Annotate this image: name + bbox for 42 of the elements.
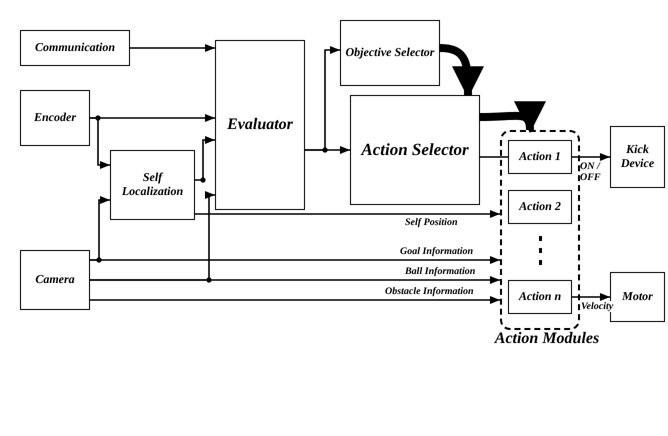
process-box xyxy=(350,95,480,205)
process-box xyxy=(20,30,130,66)
device-box xyxy=(610,126,665,188)
node-label: Communication xyxy=(34,41,116,55)
edge-label: Obstacle Information xyxy=(385,286,474,297)
node-label: Action 2 xyxy=(519,200,561,214)
node-label: Camera xyxy=(35,273,75,287)
edge-label: Self Position xyxy=(405,217,458,228)
edge-label: Goal Information xyxy=(400,246,474,257)
connector-line xyxy=(480,156,508,158)
arrow xyxy=(195,210,500,218)
thick-arrow xyxy=(480,100,545,134)
arrow xyxy=(130,44,215,52)
arrow xyxy=(90,296,500,304)
process-box xyxy=(20,250,90,310)
process-box xyxy=(20,90,90,146)
process-box xyxy=(340,20,440,86)
node-label: Self Localization xyxy=(120,171,184,199)
arrow xyxy=(195,136,215,181)
node-label: Action Modules xyxy=(493,330,600,348)
node-label: Evaluator xyxy=(227,116,293,134)
node-label: Kick Device xyxy=(620,143,656,171)
node-label: Action 1 xyxy=(519,150,561,164)
node-label: Objective Selector xyxy=(346,46,434,60)
node-label: Action Selector xyxy=(361,140,469,160)
edge-label: Ball Information xyxy=(405,266,476,277)
node-label: Action n xyxy=(518,290,562,304)
arrow xyxy=(572,293,610,301)
edge-label: Velocity xyxy=(581,301,614,312)
arrow xyxy=(90,256,500,264)
arrow xyxy=(90,117,110,169)
node-label: Motor xyxy=(622,290,653,304)
action-box xyxy=(508,190,572,224)
arrow xyxy=(572,153,610,161)
action-box xyxy=(508,280,572,314)
edge-label: ON / OFF xyxy=(580,161,602,183)
process-box xyxy=(215,40,305,210)
arrow xyxy=(305,46,340,151)
arrow xyxy=(90,191,215,281)
node-label: Encoder xyxy=(34,111,76,125)
process-box xyxy=(110,150,195,220)
action-box xyxy=(508,140,572,174)
